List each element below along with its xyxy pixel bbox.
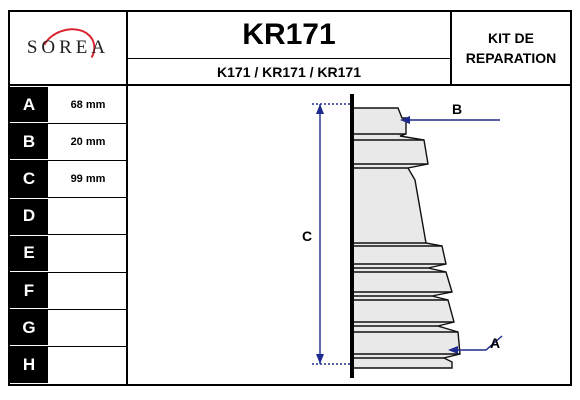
label-c: C — [302, 228, 312, 244]
row-separator — [10, 122, 126, 124]
row-letter-f: F — [10, 273, 48, 309]
row-value-d — [50, 198, 126, 235]
row-letter-h: H — [10, 347, 48, 383]
row-letter-a: A — [10, 87, 48, 123]
row-letter-d: D — [10, 198, 48, 234]
row-value-e — [50, 235, 126, 272]
sheet-frame — [8, 10, 572, 386]
row-separator — [10, 345, 126, 347]
dimension-c — [312, 103, 350, 365]
row-value-b: 20 mm — [70, 135, 106, 148]
row-separator — [10, 308, 126, 310]
part-number-title: KR171 — [242, 18, 336, 51]
column-divider-left — [126, 12, 128, 384]
row-letter-g: G — [10, 310, 48, 346]
row-separator — [10, 197, 126, 199]
dimension-a — [448, 335, 503, 354]
row-value-f — [50, 272, 126, 309]
label-a: A — [490, 335, 500, 351]
part-references: K171 / KR171 / KR171 — [217, 64, 361, 80]
boot-outline — [351, 107, 461, 369]
row-letter-e: E — [10, 235, 48, 271]
row-separator — [10, 159, 126, 161]
row-letter-b: B — [10, 124, 48, 160]
column-divider-kit — [450, 12, 452, 84]
row-value-g — [50, 309, 126, 346]
kit-label-line1: KIT DE — [488, 30, 534, 46]
row-value-c: 99 mm — [70, 172, 106, 185]
row-value-h — [50, 346, 126, 383]
row-value-a: 68 mm — [70, 98, 106, 111]
boot-drawing: C B A — [302, 94, 503, 378]
logo-text: SOREA — [26, 37, 110, 58]
boot-body — [351, 107, 461, 369]
title-divider — [128, 58, 450, 59]
row-separator — [10, 234, 126, 236]
brand-logo: SOREA — [10, 12, 126, 84]
kit-label-line2: REPARATION — [465, 50, 557, 66]
row-letter-c: C — [10, 161, 48, 197]
kit-label: KIT DE REPARATION — [452, 12, 570, 84]
header-divider — [10, 84, 570, 86]
dimension-b — [400, 116, 500, 124]
row-separator — [10, 271, 126, 273]
label-b: B — [452, 101, 462, 117]
